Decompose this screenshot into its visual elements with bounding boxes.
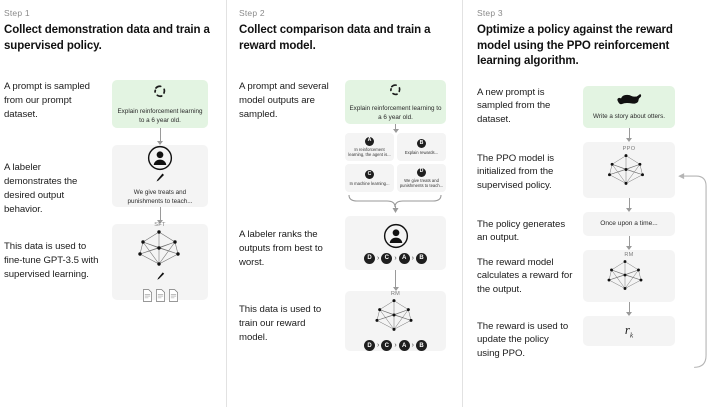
rank-separator: › (394, 342, 397, 350)
labeler-ranking: D › C › A › B (363, 252, 428, 264)
step-3-label: Step 3 (477, 8, 503, 18)
arrow-down-3 (345, 124, 446, 134)
step-2-desc-2: A labeler ranks the outputs from best to… (239, 229, 323, 268)
policy-output-text: Once upon a time... (600, 219, 658, 227)
rank-badge-3: A (398, 252, 410, 264)
rank-badge-3: A (398, 340, 410, 352)
rank-badge-1: D (363, 252, 375, 264)
model-outputs-grid: A In reinforcement learning, the agent i… (345, 133, 446, 193)
reward-symbol-base: r (624, 321, 630, 337)
prompt-card-step3: Write a story about otters. (583, 85, 675, 128)
step-1-desc-1: A prompt is sampled from our prompt data… (4, 81, 90, 120)
prompt-card-step3-text: Write a story about otters. (593, 113, 665, 121)
output-text-c: In machine learning... (349, 180, 390, 186)
output-option-a: A In reinforcement learning, the agent i… (345, 133, 394, 162)
rank-badge-1: D (363, 340, 375, 352)
rm-model-card-step2: RM (345, 291, 446, 352)
arrow-down-5 (583, 127, 675, 142)
rank-badge-4: B (416, 340, 428, 352)
arrow-down-7 (583, 235, 675, 250)
step-1-desc-3: This data is used to fine-tune GPT-3.5 w… (4, 241, 99, 280)
rank-separator: › (376, 254, 380, 262)
neural-network-icon (603, 259, 655, 299)
ppo-model-label: PPO (622, 146, 636, 153)
output-text-b: Explain rewards... (404, 149, 439, 155)
arrow-down-1 (112, 128, 208, 146)
step-3-desc-5: The reward is used to update the policy … (477, 320, 569, 360)
step-3-desc-4: The reward model calculates a reward for… (477, 256, 573, 296)
reward-symbol-subscript: k (629, 331, 634, 340)
step-3-column: Step 3 Optimize a policy against the rew… (462, 0, 720, 407)
neural-network-icon (134, 229, 186, 269)
prompt-card-step1: Explain reinforcement learning to a 6 ye… (112, 80, 208, 129)
policy-output-card: Once upon a time... (583, 211, 675, 236)
documents-icon (142, 289, 179, 302)
labeler-card-step1: We give treats and punishments to teach.… (112, 145, 208, 208)
output-badge-b: B (417, 139, 426, 149)
output-option-d: D We give treats and punishments to teac… (397, 164, 446, 193)
refresh-cycle-icon (152, 83, 168, 104)
person-icon (383, 223, 409, 249)
rank-badge-2: C (381, 340, 393, 352)
arrow-down-6 (583, 197, 675, 212)
rank-separator: › (394, 254, 397, 262)
pen-icon (155, 269, 166, 287)
step-3-desc-2: The PPO model is initialized from the su… (477, 152, 555, 192)
arrow-down-2 (112, 207, 208, 225)
prompt-card-step1-text: Explain reinforcement learning to a 6 ye… (117, 107, 203, 124)
rm-ranking: D › C › A › B (363, 340, 428, 352)
output-option-c: C In machine learning... (345, 164, 394, 193)
ppo-model-card: PPO (583, 141, 675, 198)
reward-card: rk (583, 315, 675, 346)
step-3-desc-1: A new prompt is sampled from the dataset… (477, 86, 551, 126)
output-text-a: In reinforcement learning, the agent is.… (348, 147, 391, 158)
step-3-title: Optimize a policy against the reward mod… (477, 24, 673, 68)
step-1-column: Step 1 Collect demonstration data and tr… (0, 0, 226, 407)
step-1-desc-2: A labeler demonstrates the desired outpu… (4, 162, 78, 215)
rank-separator: › (411, 254, 415, 262)
labeler-rank-card: D › C › A › B (345, 216, 446, 271)
step-2-column: Step 2 Collect comparison data and train… (226, 0, 462, 407)
output-badge-c: C (365, 170, 374, 180)
step-2-label: Step 2 (239, 8, 265, 18)
prompt-card-step2: Explain reinforcement learning to a 6 ye… (345, 80, 446, 125)
rm-model-label: RM (390, 291, 401, 298)
otter-icon (616, 91, 642, 110)
step-2-title: Collect comparison data and train a rewa… (239, 24, 431, 52)
rm-model-card-step3: RM (583, 249, 675, 302)
rank-separator: › (376, 342, 380, 350)
merge-brace (345, 193, 446, 218)
step-2-desc-1: A prompt and several model outputs are s… (239, 81, 329, 120)
sft-model-label: SFT (154, 222, 166, 229)
step-1-label: Step 1 (4, 8, 30, 18)
step-2-desc-3: This data is used to train our reward mo… (239, 304, 322, 343)
refresh-cycle-icon (388, 82, 403, 102)
step-3-desc-3: The policy generates an output. (477, 218, 566, 244)
pen-icon (154, 171, 166, 189)
output-badge-a: A (365, 136, 374, 146)
rank-badge-2: C (381, 252, 393, 264)
rank-badge-4: B (416, 252, 428, 264)
sft-model-card: SFT (112, 222, 208, 302)
step-1-title: Collect demonstration data and train a s… (4, 24, 210, 52)
output-badge-d: D (417, 167, 426, 177)
prompt-card-step2-text: Explain reinforcement learning to a 6 ye… (349, 104, 442, 121)
arrow-down-4 (345, 270, 446, 292)
reward-symbol: rk (625, 322, 633, 340)
arrow-down-8 (583, 301, 675, 316)
output-option-b: B Explain rewards... (397, 133, 446, 162)
neural-network-icon (603, 153, 655, 193)
neural-network-icon (370, 298, 422, 338)
rank-separator: › (411, 342, 415, 350)
rm-model-label: RM (624, 252, 634, 259)
output-text-d: We give treats and punishments to teach.… (399, 178, 444, 189)
person-icon (147, 145, 173, 171)
labeler-card-step1-text: We give treats and punishments to teach.… (127, 189, 193, 206)
